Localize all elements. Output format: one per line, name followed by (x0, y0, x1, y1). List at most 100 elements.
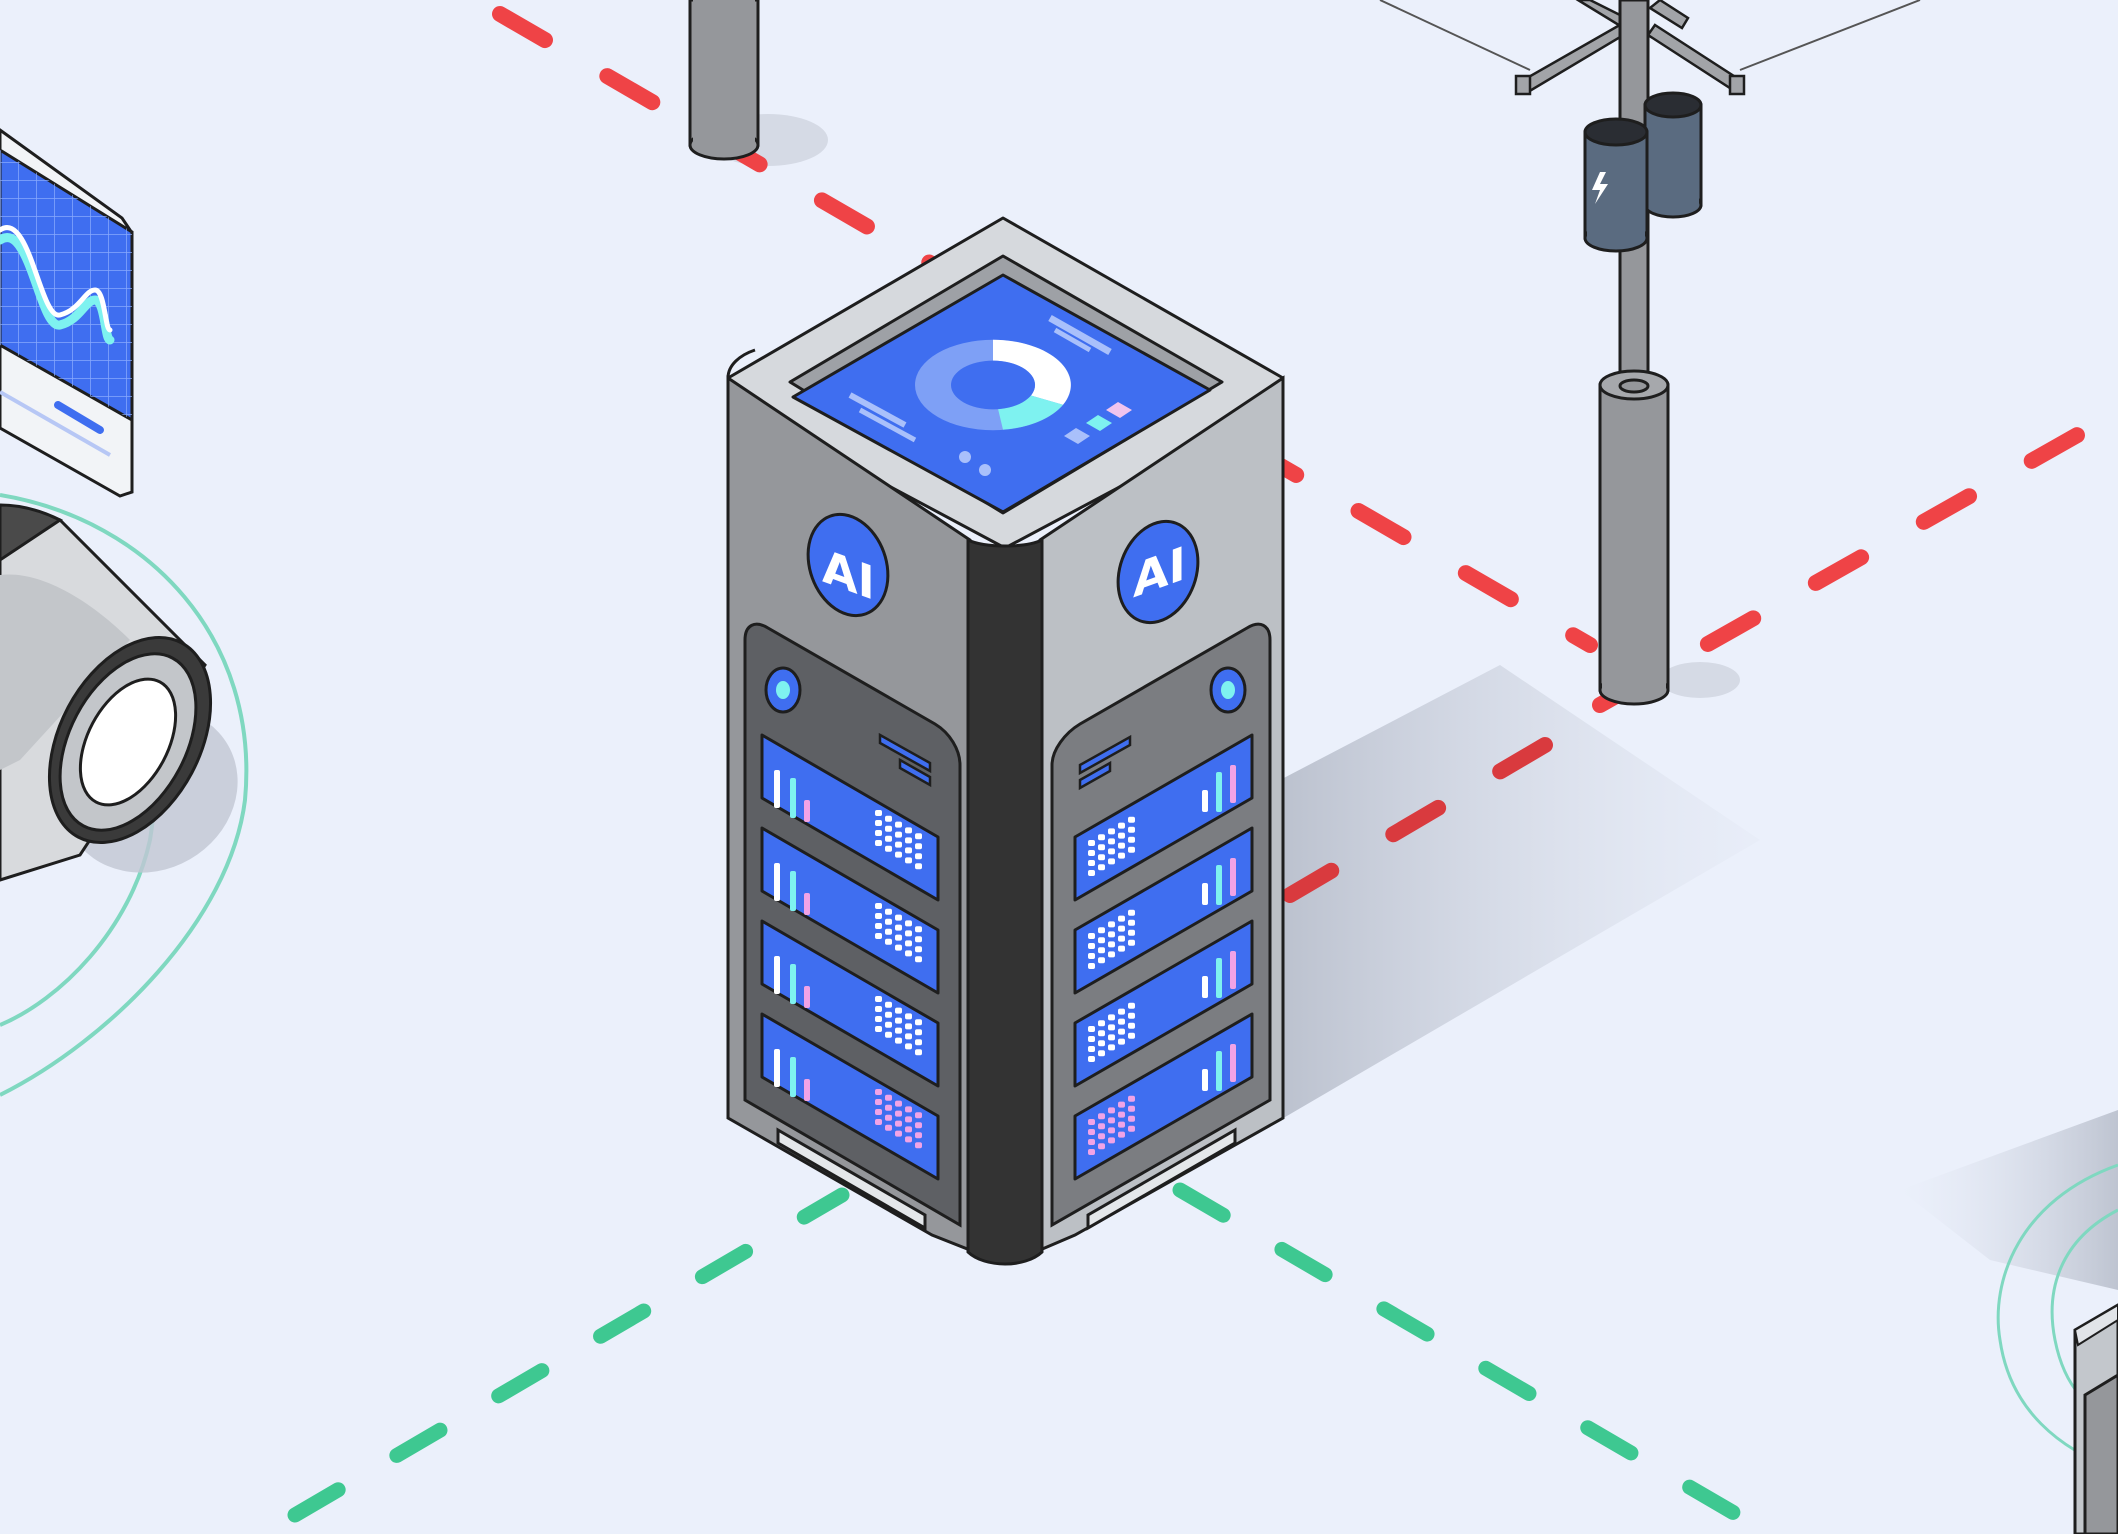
bay-indicator (1088, 1046, 1095, 1052)
bay-indicator (1098, 1143, 1105, 1150)
bay-indicator (1098, 1020, 1105, 1027)
bay-indicator (774, 770, 780, 808)
bay-indicator (875, 810, 882, 816)
bay-indicator (895, 1007, 902, 1014)
bay-indicator (915, 1049, 922, 1056)
server-corner (966, 537, 1044, 1266)
bay-indicator (1108, 1117, 1115, 1124)
bay-indicator (1088, 1036, 1095, 1042)
right-device-shadow (1900, 1110, 2118, 1290)
bay-indicator (885, 1114, 892, 1121)
bay-indicator (915, 853, 922, 860)
bay-indicator (875, 1109, 882, 1115)
bay-indicator (875, 923, 882, 929)
bay-indicator (1128, 1115, 1135, 1122)
bay-indicator (875, 913, 882, 919)
drive-bay (760, 1012, 940, 1181)
bay-indicator (885, 825, 892, 832)
bay-indicator (1088, 1139, 1095, 1145)
bay-indicator (1098, 957, 1105, 964)
bay-indicator (1118, 1101, 1125, 1108)
bay-indicator (915, 1029, 922, 1036)
bay-indicator (895, 1120, 902, 1127)
bay-indicator (1088, 870, 1095, 876)
bay-indicator (1118, 1131, 1125, 1138)
bay-indicator (1128, 939, 1135, 946)
pole-shadow (1660, 662, 1740, 698)
bay-indicator (885, 1001, 892, 1008)
bay-indicator (790, 964, 796, 1004)
bay-indicator (1128, 1125, 1135, 1132)
bay-indicator (905, 1023, 912, 1030)
bay-indicator (1118, 1038, 1125, 1045)
bay-indicator (774, 956, 780, 994)
bay-indicator (774, 1049, 780, 1087)
bay-indicator (1098, 1123, 1105, 1130)
bay-indicator (1230, 765, 1236, 803)
bay-indicator (1088, 840, 1095, 846)
bay-indicator (875, 933, 882, 939)
bay-indicator (1128, 1105, 1135, 1112)
bay-indicator (915, 833, 922, 840)
bay-indicator (875, 1089, 882, 1095)
bay-indicator (1230, 951, 1236, 989)
bay-indicator (1118, 925, 1125, 932)
bay-indicator (804, 1079, 810, 1101)
bay-indicator (895, 944, 902, 951)
bay-indicator (905, 827, 912, 834)
bay-indicator (804, 800, 810, 822)
bay-indicator (1216, 1051, 1222, 1091)
bay-indicator (1108, 1127, 1115, 1134)
bay-indicator (1108, 858, 1115, 865)
bay-indicator (1108, 1137, 1115, 1144)
bay-indicator (875, 840, 882, 846)
bay-indicator (1088, 943, 1095, 949)
bay-indicator (895, 1017, 902, 1024)
bay-indicator (1088, 933, 1095, 939)
bay-indicator (1088, 860, 1095, 866)
bay-indicator (915, 1019, 922, 1026)
bay-indicator (915, 956, 922, 963)
right-device (1996, 1163, 2118, 1534)
bay-indicator (895, 924, 902, 931)
bay-indicator (1128, 836, 1135, 843)
bay-indicator (1128, 1032, 1135, 1039)
bay-indicator (1128, 1002, 1135, 1009)
bay-indicator (1202, 883, 1208, 905)
bay-indicator (1088, 1149, 1095, 1155)
foot-right (1086, 1127, 1237, 1231)
bay-indicator (895, 841, 902, 848)
green-dashed-path (287, 1182, 1778, 1534)
bay-indicator (915, 946, 922, 953)
bay-indicator (875, 903, 882, 909)
bay-indicator (1128, 1022, 1135, 1029)
bay-indicator (885, 918, 892, 925)
bay-indicator (895, 1100, 902, 1107)
bay-indicator (885, 1031, 892, 1038)
bay-indicator (895, 851, 902, 858)
bay-indicator (915, 1132, 922, 1139)
bay-indicator (905, 1116, 912, 1123)
server-shadow (1280, 665, 1760, 1120)
bay-indicator (1230, 858, 1236, 896)
bay-indicator (915, 1122, 922, 1129)
bay-indicator (1118, 945, 1125, 952)
bay-indicator (1108, 1034, 1115, 1041)
bay-indicator (1098, 1133, 1105, 1140)
bay-indicator (1216, 865, 1222, 905)
bay-indicator (885, 845, 892, 852)
bay-indicator (1230, 1044, 1236, 1082)
bay-indicator (1128, 909, 1135, 916)
bay-indicator (1108, 1044, 1115, 1051)
bay-indicator (885, 1104, 892, 1111)
bay-indicator (1216, 958, 1222, 998)
bay-indicator (1108, 951, 1115, 958)
bay-indicator (905, 950, 912, 957)
bay-indicator (1118, 1018, 1125, 1025)
bay-indicator (1098, 937, 1105, 944)
bay-indicator (1118, 915, 1125, 922)
bay-indicator (885, 938, 892, 945)
bay-indicator (790, 871, 796, 911)
bay-indicator (875, 996, 882, 1002)
